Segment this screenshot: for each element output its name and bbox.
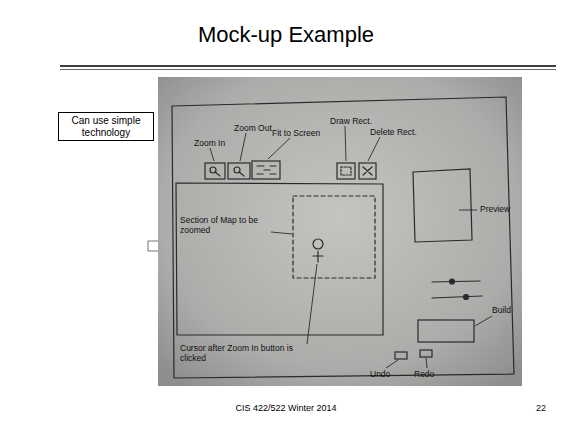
annotation: Fit to Screen (272, 128, 342, 138)
annotation: Zoom In (194, 138, 254, 148)
photo-background (158, 77, 522, 386)
annotation: Preview (480, 204, 520, 214)
annotation: Draw Rect. (330, 116, 390, 126)
annotation: Build (492, 305, 520, 315)
footer-text: CIS 422/522 Winter 2014 (0, 403, 572, 414)
sketch (172, 97, 514, 378)
page-number: 22 (536, 403, 566, 414)
note-box: Can use simple technology (58, 112, 154, 141)
annotation: Section of Map to be zoomed (180, 215, 270, 235)
title-rule (60, 65, 556, 67)
leader-lines (210, 126, 492, 368)
annotation: Delete Rect. (370, 127, 440, 137)
annotation: Undo (370, 369, 400, 379)
slide-title: Mock-up Example (0, 22, 572, 48)
annotation: Redo (414, 369, 444, 379)
title-rule (60, 69, 556, 70)
annotation: Cursor after Zoom In button is clicked (180, 343, 306, 363)
note-text: Can use simple technology (63, 115, 149, 138)
